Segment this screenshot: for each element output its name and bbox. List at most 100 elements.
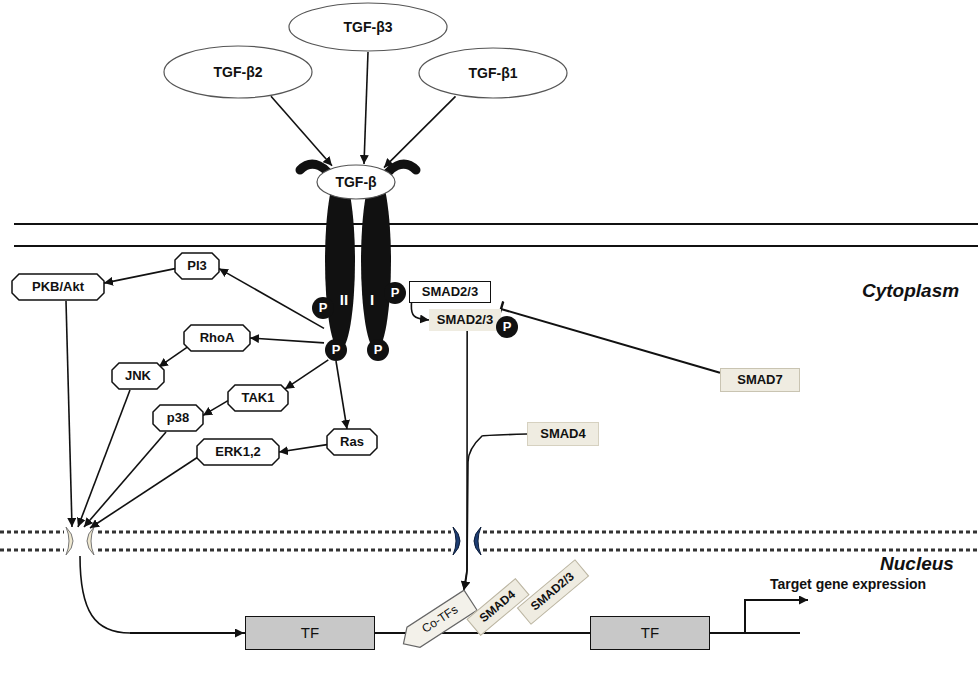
cofactor-tag: Co-TFs xyxy=(397,590,477,654)
signal-arrow xyxy=(384,96,456,167)
circle-shape xyxy=(496,316,518,338)
signal-arrow xyxy=(285,360,328,389)
octagon-shape xyxy=(153,405,203,431)
kinase-octagon: PKB/Akt xyxy=(12,274,104,300)
phosphate-circle: P xyxy=(312,297,334,319)
nuclear-envelope xyxy=(0,549,978,552)
node-text: TGF-β1 xyxy=(469,65,518,81)
node-text: P xyxy=(503,320,512,335)
node-text: P xyxy=(332,343,341,358)
receptor-domain xyxy=(300,164,334,184)
circle-shape xyxy=(325,339,347,361)
ellipse-shape xyxy=(317,165,395,199)
circle-shape xyxy=(312,297,334,319)
node-text: SMAD2/3 xyxy=(422,285,478,300)
kinase-octagon: TAK1 xyxy=(228,385,288,411)
node-text: SMAD4 xyxy=(540,427,586,442)
circle-shape xyxy=(384,282,406,304)
signal-arrow xyxy=(219,269,324,329)
circle-shape xyxy=(367,339,389,361)
node-text: SMAD2/3 xyxy=(529,570,578,614)
node-text: TGF-β2 xyxy=(214,64,263,80)
transcription-arrow xyxy=(745,600,808,633)
receptor-body xyxy=(325,172,355,350)
phosphate-circle: P xyxy=(367,339,389,361)
smad4-box: SMAD4 xyxy=(527,422,599,446)
compartment-label: Nucleus xyxy=(880,553,954,575)
nuclear-pore xyxy=(64,526,96,556)
pore-wall xyxy=(474,527,481,555)
signal-arrow xyxy=(203,401,228,416)
signal-arrow xyxy=(464,434,527,590)
kinase-octagon: ERK1,2 xyxy=(197,439,279,465)
node-text: TF xyxy=(641,624,659,641)
ligand-ellipse: TGF-β3 xyxy=(288,2,448,52)
node-text: P xyxy=(319,301,328,316)
ellipse-shape xyxy=(419,48,567,98)
receptor-body xyxy=(361,172,391,350)
node-text: SMAD4 xyxy=(477,588,518,626)
signal-arrow xyxy=(411,303,429,320)
pentagon-shape xyxy=(397,590,477,654)
node-text: TF xyxy=(301,624,319,641)
pore-wall xyxy=(66,527,73,555)
signal-arrow xyxy=(364,52,368,164)
tf-activation-arrow xyxy=(80,556,244,633)
node-text: Ras xyxy=(340,435,364,450)
octagon-shape xyxy=(327,429,377,455)
kinase-octagon: PI3 xyxy=(175,253,219,279)
smad-box: SMAD2/3 xyxy=(409,281,491,303)
node-text: SMAD7 xyxy=(737,373,783,388)
phosphate-circle: P xyxy=(496,316,518,338)
phosphate-circle: P xyxy=(384,282,406,304)
signal-arrow xyxy=(159,347,188,367)
kinase-octagon: p38 xyxy=(153,405,203,431)
kinase-octagon: RhoA xyxy=(184,325,250,351)
octagon-shape xyxy=(112,363,164,389)
compartment-label: Cytoplasm xyxy=(862,280,959,302)
node-text: P xyxy=(391,286,400,301)
pore-gap xyxy=(64,526,96,556)
ligand-ellipse: TGF-β1 xyxy=(418,47,568,99)
bound-ligand: TGF-β xyxy=(316,164,396,200)
transcription-factor-box: TF xyxy=(590,616,710,650)
signal-arrow xyxy=(271,96,332,166)
node-text: p38 xyxy=(167,411,189,426)
inhibition-connector xyxy=(501,309,720,373)
pore-wall xyxy=(87,527,94,555)
nuclear-import-arrow xyxy=(84,432,166,527)
ellipse-shape xyxy=(289,3,447,51)
signal-arrow xyxy=(336,361,347,429)
output-label: Target gene expression xyxy=(770,576,926,592)
node-text: I xyxy=(370,291,374,308)
node-text: TGF-β3 xyxy=(344,19,393,35)
receptor-domain xyxy=(382,164,416,184)
node-text: P xyxy=(374,343,383,358)
node-text: PKB/Akt xyxy=(32,280,84,295)
signal-arrow xyxy=(104,269,175,284)
cell-membrane xyxy=(14,223,978,225)
nuclear-envelope xyxy=(0,531,978,534)
node-text: TAK1 xyxy=(242,391,275,406)
kinase-octagon: Ras xyxy=(327,429,377,455)
phosphate-circle: P xyxy=(325,339,347,361)
octagon-shape xyxy=(228,385,288,411)
node-text: SMAD2/3 xyxy=(437,313,493,328)
node-text: JNK xyxy=(125,369,151,384)
node-text: PI3 xyxy=(187,259,207,274)
node-text: RhoA xyxy=(200,331,235,346)
node-text: II xyxy=(340,291,348,308)
node-text: TGF-β xyxy=(335,174,376,190)
transcription-factor-box: TF xyxy=(245,616,375,650)
ellipse-shape xyxy=(164,46,312,98)
signal-arrow xyxy=(279,445,327,452)
pore-wall xyxy=(453,527,460,555)
octagon-shape xyxy=(175,253,219,279)
kinase-octagon: JNK xyxy=(112,363,164,389)
octagon-shape xyxy=(197,439,279,465)
octagon-shape xyxy=(12,274,104,300)
node-text: ERK1,2 xyxy=(215,445,261,460)
nuclear-import-arrow xyxy=(66,301,72,527)
cell-membrane xyxy=(14,245,978,247)
